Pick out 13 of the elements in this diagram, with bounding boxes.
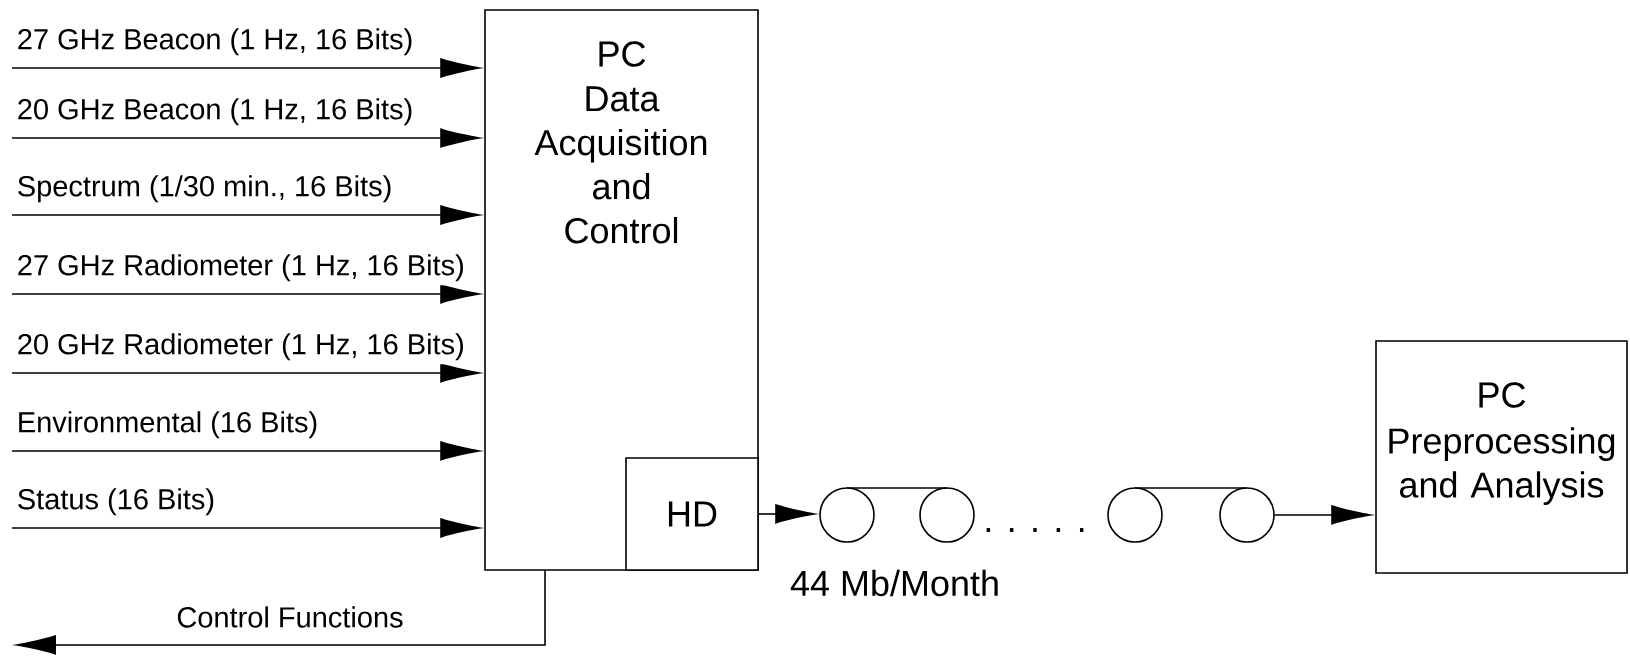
edge-label: Environmental (16 Bits)	[12, 407, 323, 443]
data-rate-label: 44 Mb/Month	[790, 569, 998, 597]
edge-label: 20 GHz Radiometer (1 Hz, 16 Bits)	[12, 329, 469, 365]
tape-reel-drawing	[1107, 487, 1275, 543]
edge-label: 20 GHz Beacon (1 Hz, 16 Bits)	[12, 94, 418, 130]
computer-box: PC Preprocessing and Analysis	[1375, 340, 1628, 574]
edge-label: Control Functions	[172, 602, 408, 632]
ellipsis-dots: . . . . .	[986, 528, 1084, 532]
edge-label: Status (16 Bits)	[12, 484, 220, 520]
edge-label: 27 GHz Radiometer (1 Hz, 16 Bits)	[12, 250, 469, 286]
tape-reel-drawing	[819, 487, 975, 543]
edge-label: Spectrum (1/30 min., 16 Bits)	[12, 171, 397, 207]
edge-label: 27 GHz Beacon (1 Hz, 16 Bits)	[12, 24, 418, 60]
